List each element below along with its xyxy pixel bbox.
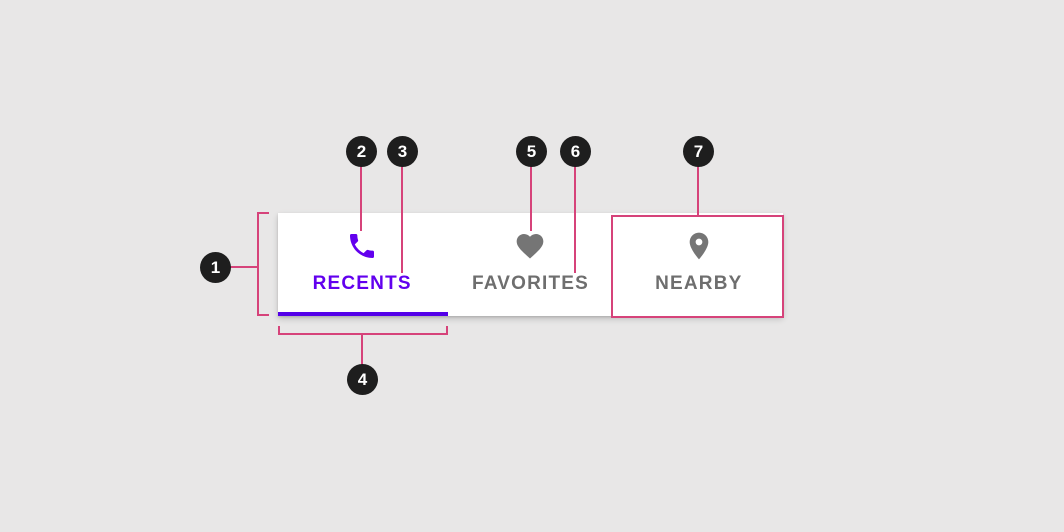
callout-badge-4: 4 (347, 364, 378, 395)
heart-icon (514, 230, 546, 262)
callout-bracket-container (257, 212, 269, 316)
callout-badge-7: 7 (683, 136, 714, 167)
callout-line-7 (697, 166, 699, 215)
callout-line-3 (401, 166, 403, 273)
tab-nearby[interactable]: NEARBY (615, 213, 783, 316)
callout-bracket-indicator (278, 326, 448, 335)
callout-badge-2: 2 (346, 136, 377, 167)
callout-badge-3: 3 (387, 136, 418, 167)
tab-label-recents: RECENTS (312, 273, 412, 294)
phone-icon (346, 230, 378, 262)
location-pin-icon (683, 230, 715, 262)
tab-recents[interactable]: RECENTS (278, 213, 446, 316)
callout-line-6 (574, 166, 576, 273)
callout-line-2 (360, 166, 362, 231)
tab-favorites[interactable]: FAVORITES (446, 213, 614, 316)
tab-label-nearby: NEARBY (655, 273, 743, 294)
callout-line-5 (530, 166, 532, 231)
callout-line-1 (230, 266, 258, 268)
tab-label-favorites: FAVORITES (471, 273, 590, 294)
callout-badge-6: 6 (560, 136, 591, 167)
callout-badge-5: 5 (516, 136, 547, 167)
callout-badge-1: 1 (200, 252, 231, 283)
active-tab-indicator (278, 312, 448, 316)
callout-line-4 (361, 334, 363, 365)
